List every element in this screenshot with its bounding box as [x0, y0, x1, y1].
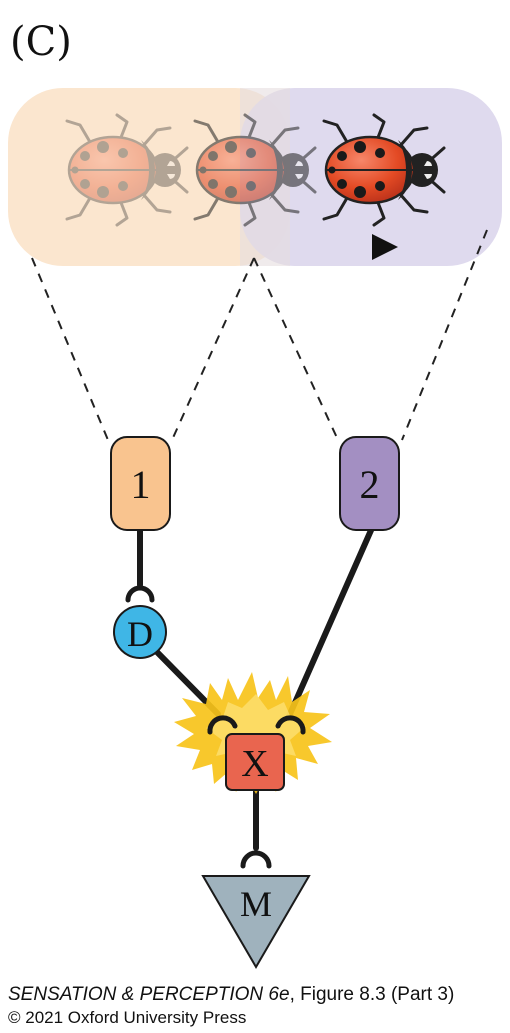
figure-reference: , Figure 8.3 (Part 3) — [289, 984, 455, 1005]
projection-lines — [31, 229, 488, 441]
synapse-icon — [207, 715, 306, 869]
book-title: SENSATION & PERCEPTION 6e — [8, 984, 290, 1005]
figure-caption: SENSATION & PERCEPTION 6e, Figure 8.3 (P… — [8, 983, 508, 1029]
motion-unit-label: M — [240, 884, 272, 924]
coincidence-unit — [225, 733, 285, 791]
motion-arrow-icon — [168, 234, 398, 260]
coincidence-unit-label: X — [241, 743, 268, 785]
panel-label: (C) — [10, 19, 72, 65]
detector-unit-2 — [339, 436, 400, 531]
detector-unit-2-label: 2 — [360, 462, 380, 507]
copyright-notice: © 2021 Oxford University Press — [8, 1008, 247, 1027]
delay-unit — [113, 605, 167, 659]
motion-unit — [201, 875, 311, 969]
detector-unit-1 — [110, 436, 171, 531]
delay-unit-label: D — [127, 614, 153, 654]
detector-unit-1-label: 1 — [131, 462, 151, 507]
